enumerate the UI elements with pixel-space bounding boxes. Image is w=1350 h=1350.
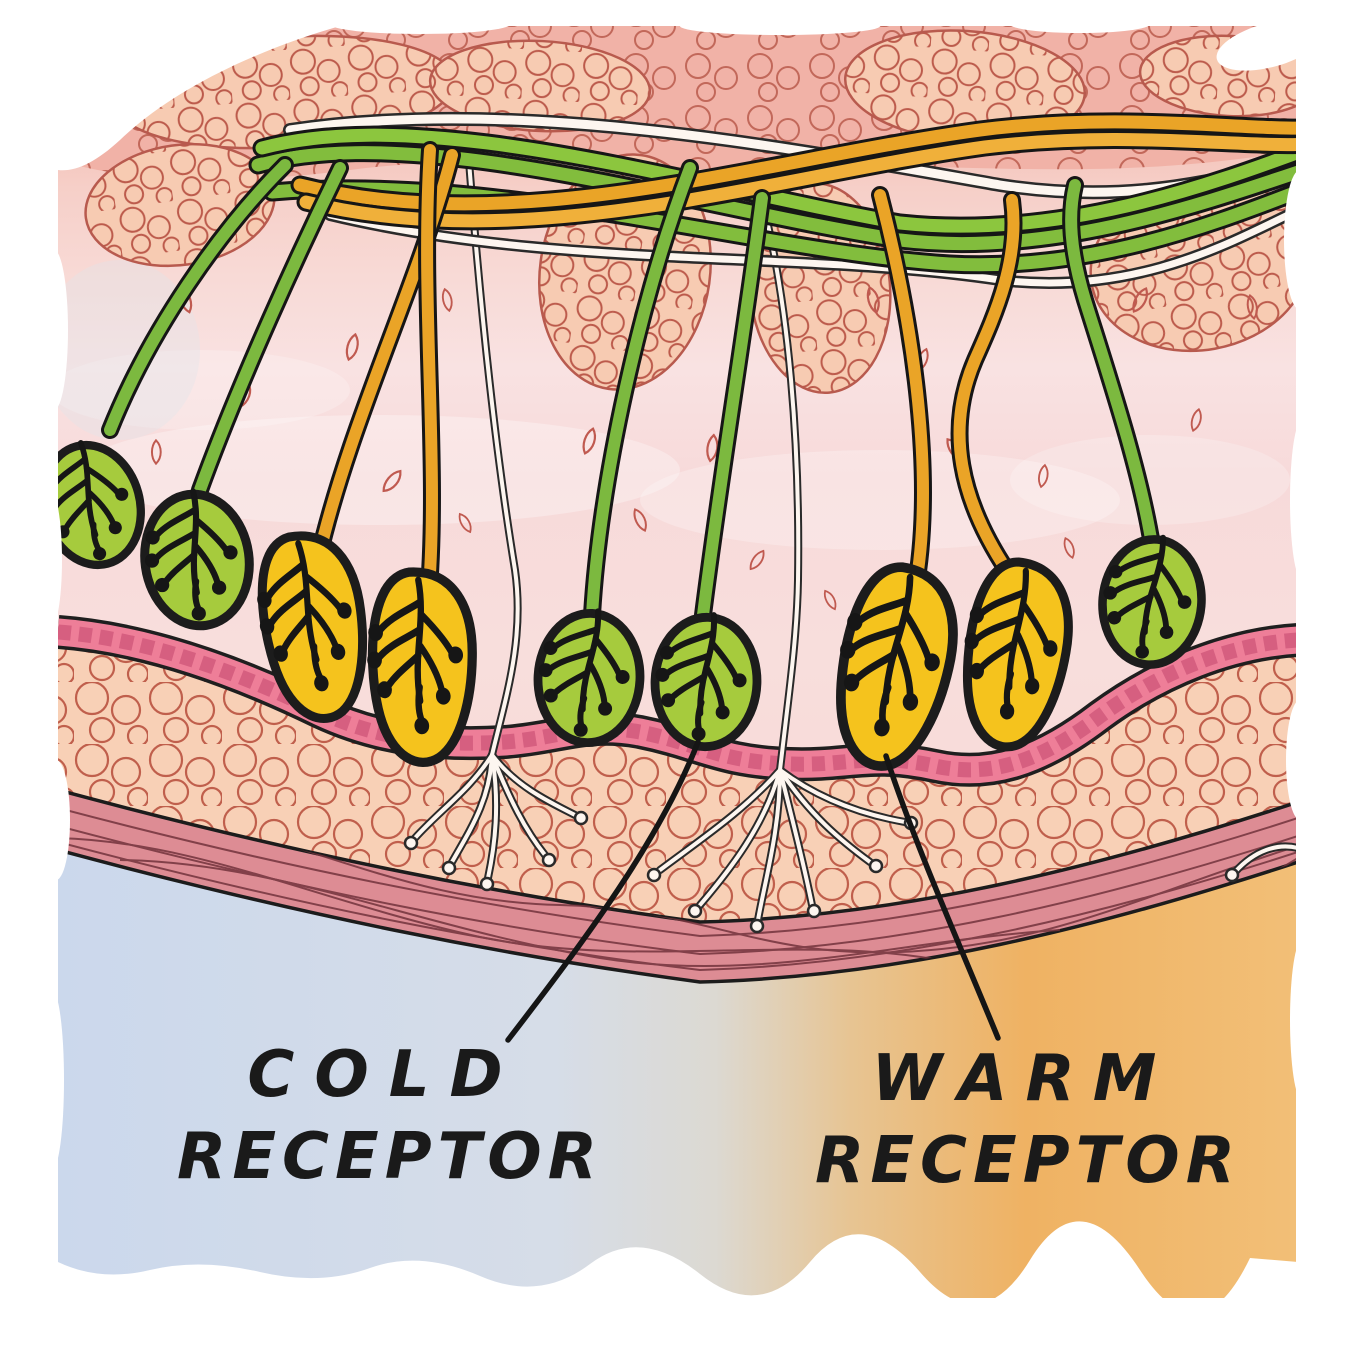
cold-receptor-label-line2: RECEPTOR xyxy=(177,1120,603,1194)
cold-pointer-line xyxy=(505,739,701,1043)
watercolor-wash xyxy=(58,260,200,440)
warm-pointer-line xyxy=(883,753,1001,1041)
watercolor-wash xyxy=(640,450,1120,550)
warm-receptor-label-line1: WARM xyxy=(872,1042,1175,1116)
free-nerve-endings xyxy=(403,144,1298,934)
pointer-lines xyxy=(505,739,1001,1043)
cold-receptor-label-line1: COLD xyxy=(247,1038,522,1112)
cold-receptor-3 xyxy=(535,608,644,745)
cold-receptor-4 xyxy=(653,613,759,748)
warm-receptor-label-line2: RECEPTOR xyxy=(815,1124,1241,1198)
receptor-stems xyxy=(101,141,1161,624)
watercolor-wash xyxy=(1010,435,1290,525)
watercolor-wash xyxy=(80,415,680,525)
labels: COLD RECEPTOR WARM RECEPTOR xyxy=(177,1038,1241,1198)
muscle-layer xyxy=(58,787,1298,984)
